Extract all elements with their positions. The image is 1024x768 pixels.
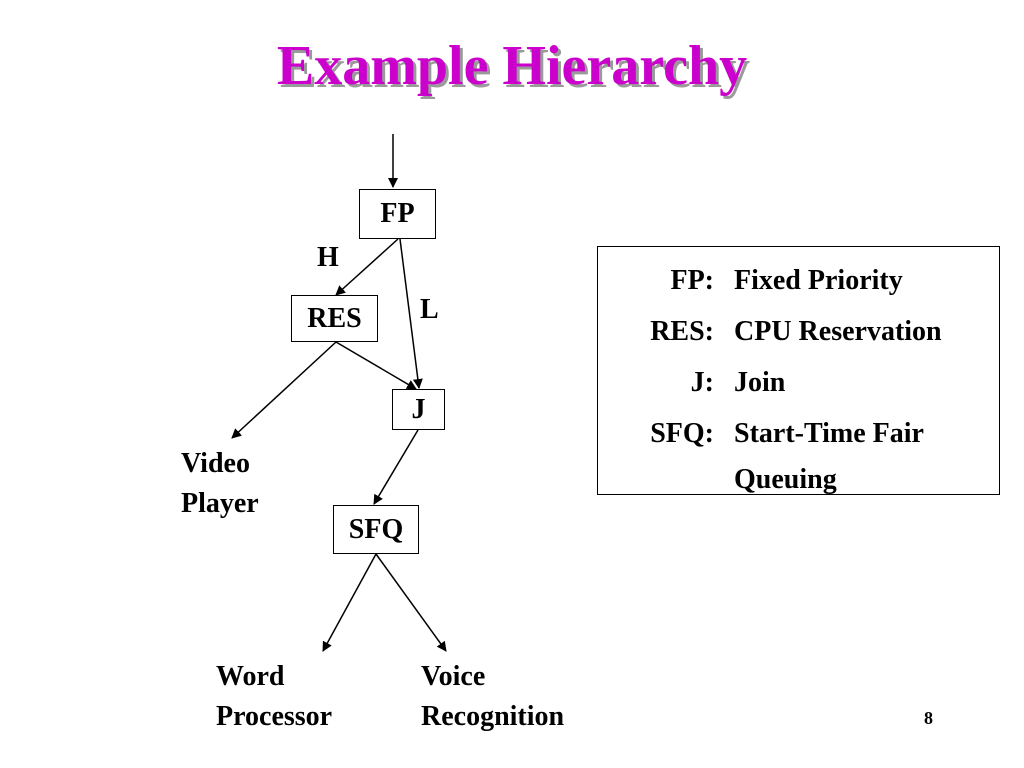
legend-definition: Fixed Priority — [734, 265, 903, 296]
edge-res-to-j — [335, 341, 417, 390]
edge-j-to-sfq — [373, 429, 419, 505]
slide-title: Example Hierarchy — [276, 35, 748, 97]
leaf-video-player-line1: Video — [181, 448, 250, 479]
edge-sfq-to-voice-recognition — [375, 553, 447, 652]
leaf-voice-recognition: Voice Recognition — [421, 657, 564, 737]
legend-definition-continuation: Queuing — [734, 464, 837, 495]
node-j-label: J — [411, 393, 426, 425]
node-sfq: SFQ — [333, 505, 419, 554]
page-number: 8 — [924, 708, 933, 728]
leaf-video-player: Video Player — [181, 444, 259, 524]
legend-definition-multiline: Start-Time Fair Queuing — [734, 408, 994, 503]
legend-definition: Start-Time Fair — [734, 418, 924, 449]
node-j: J — [392, 389, 445, 430]
legend-row: J: Join — [604, 357, 994, 408]
legend-definition: Join — [734, 367, 786, 398]
edge-fp-to-j — [399, 238, 423, 389]
node-fp: FP — [359, 189, 436, 239]
legend-abbr: J: — [690, 367, 714, 398]
edge-label-low: L — [420, 294, 439, 325]
legend-abbr: FP: — [670, 265, 714, 296]
legend-abbr: SFQ: — [650, 418, 714, 449]
leaf-word-processor-line2: Processor — [216, 701, 333, 732]
node-res: RES — [291, 295, 378, 342]
legend-table: FP: Fixed Priority RES: CPU Reservation … — [604, 255, 994, 503]
edge-sfq-to-word-processor — [322, 553, 377, 652]
edge-fp-to-res — [335, 238, 399, 296]
legend-abbr: RES: — [650, 316, 714, 347]
leaf-video-player-line2: Player — [181, 488, 259, 519]
leaf-voice-recognition-line1: Voice — [421, 661, 486, 692]
legend-box: FP: Fixed Priority RES: CPU Reservation … — [597, 246, 1000, 495]
node-sfq-label: SFQ — [348, 513, 404, 545]
node-res-label: RES — [307, 302, 362, 334]
leaf-voice-recognition-line2: Recognition — [421, 701, 565, 732]
edge-label-high: H — [317, 242, 339, 273]
leaf-word-processor: Word Processor — [216, 657, 332, 737]
edge-res-to-video-player — [231, 341, 337, 439]
leaf-word-processor-line1: Word — [216, 661, 285, 692]
legend-row: FP: Fixed Priority — [604, 255, 994, 306]
node-fp-label: FP — [380, 198, 415, 229]
legend-row: SFQ: Start-Time Fair Queuing — [604, 408, 994, 503]
legend-row: RES: CPU Reservation — [604, 306, 994, 357]
legend-definition: CPU Reservation — [734, 316, 942, 347]
